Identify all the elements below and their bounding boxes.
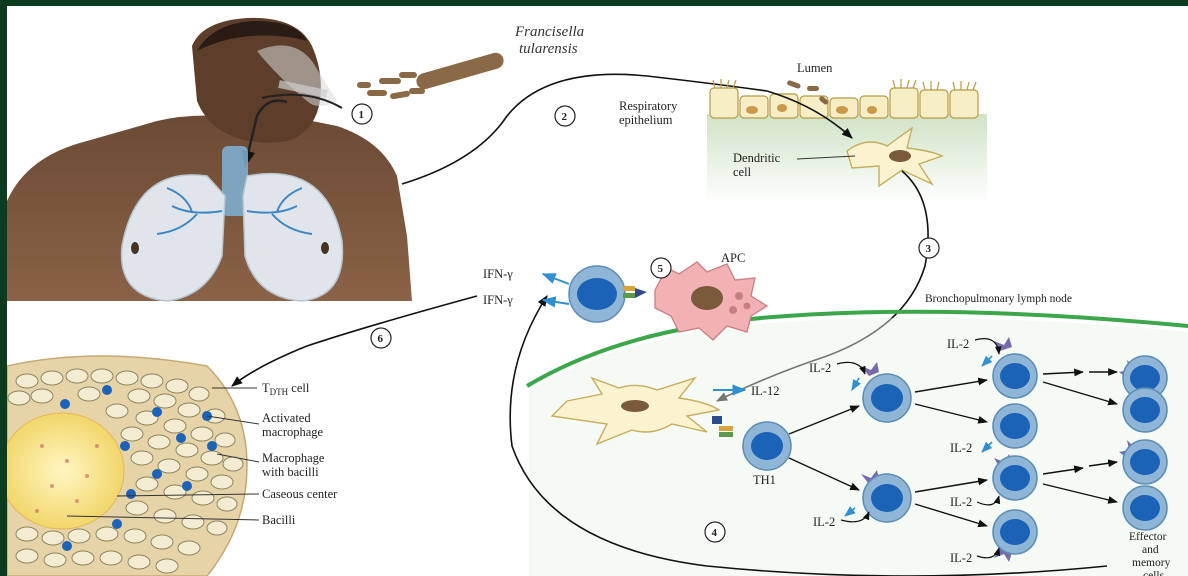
effector-label-line1: Effector [1129, 531, 1167, 543]
svg-text:4: 4 [712, 527, 718, 539]
step-2-badge: 2 [555, 106, 575, 126]
bacilli-label: Bacilli [262, 513, 296, 527]
svg-text:6: 6 [378, 333, 384, 345]
macrophage-bacilli-label-line2: with bacilli [262, 465, 319, 479]
apc-label: APC [721, 251, 745, 265]
step-4-badge: 4 [705, 522, 725, 542]
human-figure [7, 18, 412, 301]
activated-label-line2: macrophage [262, 425, 324, 439]
t-cell [1123, 486, 1167, 530]
ifn-label-bottom: IFN-γ [483, 293, 513, 307]
tdth-label: TDTH cell [262, 381, 310, 397]
diagram-panel: Francisella tularensis 1 2 [7, 6, 1188, 576]
step-3-badge: 3 [919, 238, 939, 258]
ifn-arrow-top [543, 274, 569, 284]
respiratory-label-line1: Respiratory [619, 99, 678, 113]
macrophage-bacilli-label-line1: Macrophage [262, 451, 325, 465]
effector-label-line2: and [1142, 544, 1159, 556]
caseous-label: Caseous center [262, 487, 338, 501]
il2-label: IL-2 [950, 495, 972, 509]
il2-label: IL-2 [813, 515, 835, 529]
step-1-badge: 1 [352, 104, 372, 124]
t-cell [1123, 388, 1167, 432]
immune-response-diagram: Francisella tularensis 1 2 [7, 6, 1188, 576]
bacteria-particles [357, 51, 505, 100]
effector-label-line4: cells [1143, 570, 1165, 576]
dendritic-label-line2: cell [733, 165, 752, 179]
step-6-badge: 6 [371, 328, 391, 348]
dendritic-label-line1: Dendritic [733, 151, 781, 165]
svg-text:5: 5 [658, 263, 664, 275]
il2-label: IL-2 [809, 361, 831, 375]
il2-label: IL-2 [950, 441, 972, 455]
lymph-node-label: Bronchopulmonary lymph node [925, 293, 1072, 305]
step-5-badge: 5 [651, 258, 671, 278]
il12-label: IL-12 [751, 384, 779, 398]
svg-text:1: 1 [359, 109, 365, 121]
th1-label: TH1 [753, 473, 776, 487]
respiratory-epithelium [707, 79, 987, 204]
t-cell [993, 404, 1037, 448]
ifn-label-top: IFN-γ [483, 267, 513, 281]
organism-label-line1: Francisella [514, 24, 584, 40]
svg-text:2: 2 [562, 111, 568, 123]
respiratory-label-line2: epithelium [619, 113, 673, 127]
arrow-step-6 [232, 296, 477, 386]
organism-label-line2: tularensis [519, 41, 578, 57]
tdth-apc-interaction [569, 266, 647, 322]
effector-label-line3: memory [1132, 557, 1171, 569]
il2-label: IL-2 [947, 337, 969, 351]
ifn-arrow-bottom [543, 300, 569, 304]
lumen-label: Lumen [797, 61, 833, 75]
svg-text:3: 3 [926, 243, 932, 255]
granuloma [7, 356, 247, 576]
il2-label: IL-2 [950, 551, 972, 565]
activated-label-line1: Activated [262, 411, 311, 425]
